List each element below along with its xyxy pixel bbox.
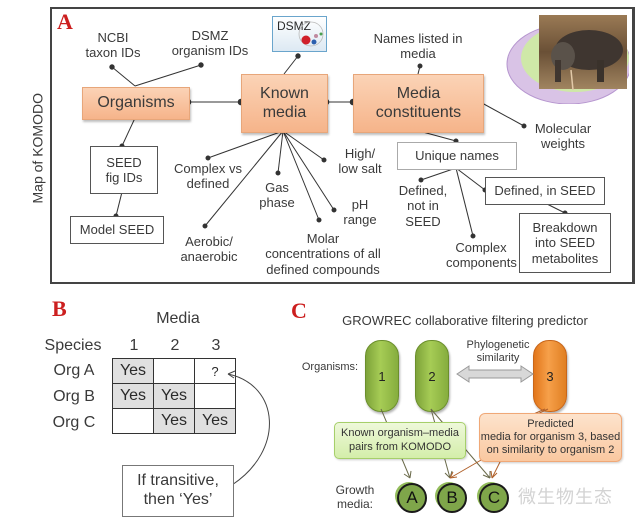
panel-a-letter: A [57, 9, 73, 34]
matrix-cell: Yes [194, 408, 236, 434]
row-label-org-b: Org B [53, 388, 95, 405]
molecular-weights-label: Molecular weights [534, 121, 592, 152]
organism-3-pill: 3 [533, 340, 567, 412]
dsmz-logo-text: DSMZ [277, 19, 311, 33]
unique-names-node: Unique names [397, 142, 517, 170]
growth-medium-c: C [479, 483, 509, 513]
panel-c-title: GROWREC collaborative filtering predicto… [342, 313, 588, 328]
matrix-cell-unknown: ? [194, 358, 236, 384]
double-arrow-icon [456, 365, 534, 383]
complex-vs-defined-label: Complex vs defined [174, 161, 242, 192]
organisms-node: Organisms [82, 87, 190, 120]
gas-phase-label: Gas phase [259, 180, 295, 211]
organisms-row-label: Organisms: [301, 361, 359, 373]
media-column-group-label: Media [156, 310, 200, 327]
growth-medium-a: A [397, 483, 427, 513]
media-column-3: 3 [211, 337, 221, 354]
seed-fig-ids-node: SEED fig IDs [90, 146, 158, 194]
model-seed-node: Model SEED [70, 216, 164, 244]
defined-in-seed-node: Defined, in SEED [485, 177, 605, 205]
transitive-callout: If transitive, then ‘Yes’ [122, 465, 234, 517]
matrix-row-org-b: Yes Yes [112, 383, 236, 409]
dsmz-logo: DSMZ [272, 16, 327, 52]
media-constituents-node: Media constituents [353, 74, 484, 133]
organism-2-pill: 2 [415, 340, 449, 412]
komodo-image [497, 12, 632, 105]
phylogenetic-similarity-label: Phylogenetic similarity [466, 339, 530, 364]
growth-medium-b: B [437, 483, 467, 513]
matrix-row-org-c: Yes Yes [112, 408, 236, 434]
panel-c-letter: C [291, 298, 307, 323]
high-low-salt-label: High/ low salt [338, 146, 382, 177]
matrix-cell: Yes [153, 383, 195, 409]
defined-not-in-seed-label: Defined, not in SEED [398, 183, 448, 229]
media-column-2: 2 [170, 337, 180, 354]
row-label-org-a: Org A [53, 362, 95, 379]
breakdown-seed-metabolites-node: Breakdown into SEED metabolites [519, 213, 611, 273]
ncbi-taxon-ids-label: NCBI taxon IDs [85, 30, 141, 61]
known-pairs-note: Known organism–media pairs from KOMODO [334, 422, 466, 459]
species-header-label: Species [44, 337, 102, 354]
molar-concentrations-label: Molar concentrations of all defined comp… [265, 231, 381, 277]
names-listed-label: Names listed in media [373, 31, 463, 62]
complex-components-label: Complex components [446, 240, 517, 271]
watermark: 微生物生态 [518, 487, 613, 507]
predicted-media-note: Predicted media for organism 3, based on… [479, 413, 622, 462]
matrix-cell: Yes [112, 358, 154, 384]
row-label-org-c: Org C [52, 414, 96, 431]
aerobic-anaerobic-label: Aerobic/ anaerobic [180, 234, 238, 265]
organism-1-pill: 1 [365, 340, 399, 412]
matrix-cell [194, 383, 236, 409]
panel-a-frame [50, 7, 635, 284]
ph-range-label: pH range [343, 197, 377, 228]
growth-media-label: Growth media: [335, 483, 375, 512]
species-media-matrix: Yes ? Yes Yes Yes Yes [112, 358, 236, 434]
matrix-cell [112, 408, 154, 434]
media-column-1: 1 [129, 337, 139, 354]
matrix-row-org-a: Yes ? [112, 358, 236, 384]
dsmz-organism-ids-label: DSMZ organism IDs [171, 28, 249, 59]
panel-b-letter: B [52, 296, 67, 321]
known-media-node: Known media [241, 74, 328, 133]
matrix-cell: Yes [153, 408, 195, 434]
